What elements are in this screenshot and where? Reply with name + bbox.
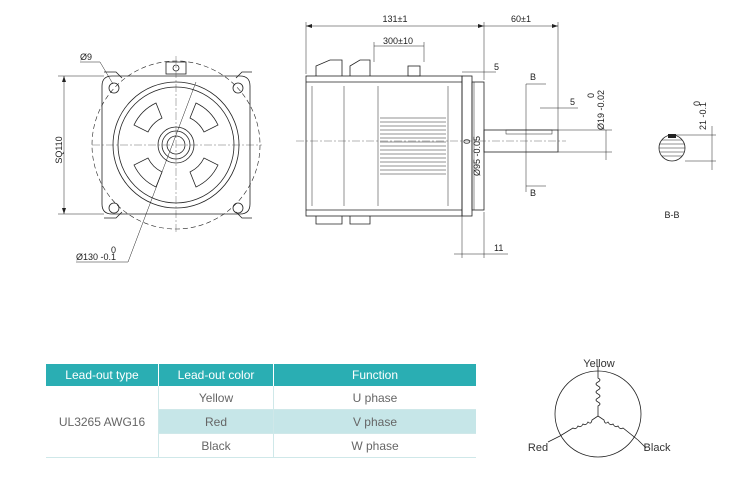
flange-ears [104,71,252,219]
sq-label: SQ110 [54,136,64,163]
section-view: 21 -0.1 0 B-B [658,101,716,220]
table-row: Red V phase [46,409,476,434]
window-br [189,157,219,188]
lead-w [637,439,647,449]
cable-exit [407,65,421,77]
section-hatch [659,139,685,157]
circle-tol-top: 0 [111,245,116,255]
label-red: Red [528,442,548,454]
key-label: 5 [570,97,575,107]
header-function: Function [273,364,476,386]
pilot-tol-top: 0 [462,139,472,144]
lead-color-cell: Black [158,433,274,458]
lead-function-cell: V phase [273,409,476,434]
pilot-label: Ø95 -0.05 [472,136,482,176]
front-view: SQ110 Ø9 0 Ø130 -0.1 [54,52,262,263]
lead-function-cell: U phase [273,386,476,410]
pilot-len-label: 11 [494,243,503,253]
section-mark-top: B [530,72,536,82]
window-tr [189,102,219,133]
len-label: 131±1 [383,14,408,24]
mount-hole-tr [232,82,244,94]
lead-table-header: Lead-out type Lead-out color Function [46,364,476,386]
shaft-len-label: 60±1 [511,14,531,24]
flange-square [101,75,251,215]
lead-color-cell: Yellow [158,386,274,410]
side-connector-2 [349,59,371,76]
hole-leader [99,61,114,85]
coil-w [597,415,639,441]
coil-v [559,415,599,437]
coil-u [595,372,601,416]
lead-table: Lead-out type Lead-out color Function UL… [46,364,476,458]
label-yellow: Yellow [583,358,614,370]
section-label: B-B [664,210,679,220]
lead-type-cell: UL3265 AWG16 [46,386,159,458]
flange-gap-label: 5 [494,62,499,72]
section-dim-label: 21 -0.1 [698,102,708,130]
header-color: Lead-out color [158,364,274,386]
cooling-fins [380,117,446,175]
section-mark-bottom: B [530,188,536,198]
lead-color-cell: Red [158,409,274,434]
header-type: Lead-out type [46,364,159,386]
side-foot-2 [349,216,371,225]
shaft-len-arrow [552,24,558,28]
side-flange [461,75,473,217]
side-connector-1 [315,59,343,76]
shaft-key [505,129,553,135]
lead-function-cell: W phase [273,433,476,458]
mount-hole-tl [108,82,120,94]
shaft-tol-top: 0 [586,93,596,98]
wiring-diagram: Yellow Red Black [528,358,671,458]
label-black: Black [644,442,671,454]
mount-hole-bl [108,202,120,214]
hole-label: Ø9 [80,52,92,62]
side-view: 131±1 300±10 60±1 5 Ø95 -0.05 0 11 Ø19 -… [296,14,612,258]
circle-label: Ø130 -0.1 [76,252,116,262]
section-key [668,134,676,138]
lead-v [547,435,561,443]
mount-hole-br [232,202,244,214]
shaft-label: Ø19 -0.02 [596,90,606,130]
window-tl [133,102,163,133]
cable-label: 300±10 [383,36,413,46]
table-row: UL3265 AWG16 Yellow U phase [46,386,476,458]
section-tol-top: 0 [692,101,702,106]
circle-leader [127,81,197,263]
table-row: Black W phase [46,433,476,458]
window-bl [133,157,163,188]
side-foot-1 [315,216,343,225]
